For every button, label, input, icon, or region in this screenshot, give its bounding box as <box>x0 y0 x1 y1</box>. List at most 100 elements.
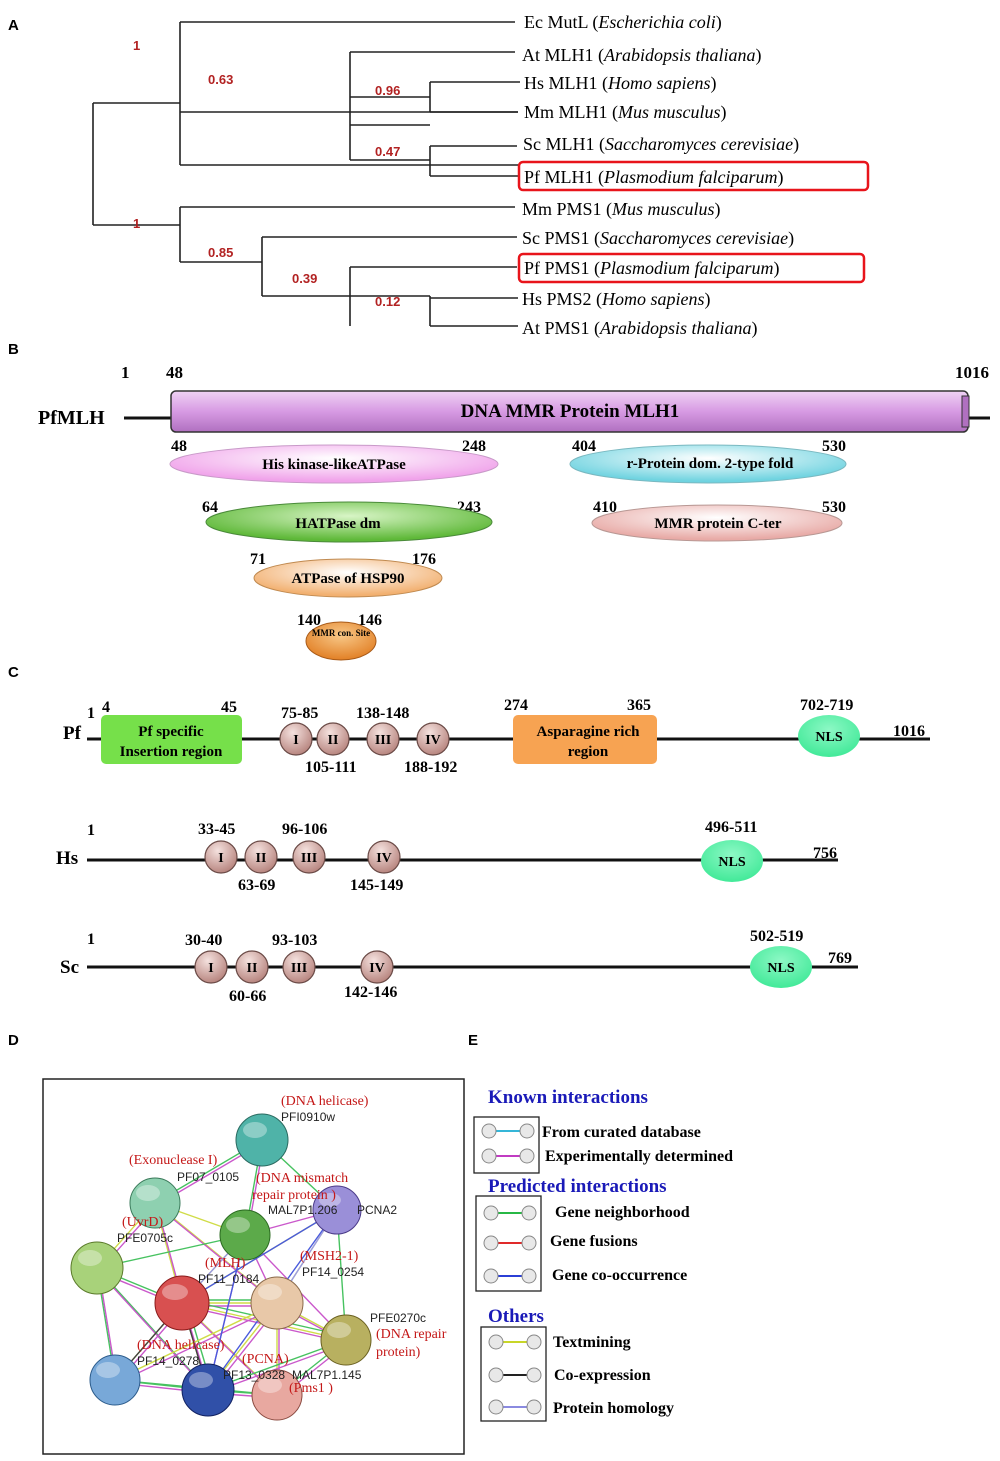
feature-from: 71 <box>250 551 266 568</box>
legend-item: From curated database <box>481 1123 701 1141</box>
motif-range-top: 33-45 <box>198 821 235 838</box>
asparagine-from: 274 <box>504 697 528 714</box>
feature-shape <box>569 444 847 484</box>
legend-item: Gene fusions <box>483 1233 638 1251</box>
motif-range-bottom: 63-69 <box>238 877 275 894</box>
support-value: 0.96 <box>375 83 400 98</box>
motif-label: IV <box>369 961 385 976</box>
mlh1-domain-label: DNA MMR Protein MLH1 <box>461 401 680 422</box>
motif-range-bottom: 145-149 <box>350 877 403 894</box>
feature-mmr-con-site: 140 146 MMR con. Site <box>297 612 382 661</box>
feature-label: ATPase of HSP90 <box>291 571 404 587</box>
motif-range-top: 138-148 <box>356 705 409 722</box>
node-role: protein) <box>376 1345 421 1360</box>
network-node <box>219 1209 271 1261</box>
motif-label: III <box>301 851 317 866</box>
network-node <box>235 1113 289 1167</box>
bootstrap-values: 1 0.63 0.96 0.47 1 0.85 0.39 0.12 <box>133 38 400 309</box>
feature-shape <box>205 501 493 543</box>
motif-label: III <box>375 733 391 748</box>
nls-label: NLS <box>767 961 794 976</box>
leaf-label: Sc PMS1 (Saccharomyces cerevisiae) <box>522 228 794 249</box>
motif-circle <box>367 840 401 874</box>
network-node <box>250 1276 304 1330</box>
position-start: 1 <box>121 363 130 382</box>
support-value: 1 <box>133 216 140 231</box>
support-value: 0.12 <box>375 294 400 309</box>
insertion-label-1: Pf specific <box>138 724 204 740</box>
feature-label: r-Protein dom. 2-type fold <box>627 456 794 472</box>
node-role: (DNA mismatch <box>256 1171 348 1186</box>
motif-label: I <box>218 851 223 866</box>
legend-label: Protein homology <box>553 1400 674 1417</box>
highlight-box-pf-mlh1 <box>517 160 870 192</box>
feature-shape <box>253 558 443 598</box>
feature-hatpase: 64 243 HATPase dm <box>202 499 493 543</box>
leaf-label: Ec MutL (Escherichia coli) <box>524 12 722 33</box>
asparagine-label-2: region <box>568 744 609 760</box>
position-bar-start: 48 <box>166 363 183 382</box>
protein-label: Hs <box>56 848 78 869</box>
protein-start: 1 <box>87 705 95 722</box>
panel-b-domain-architecture: B PfMLH 1 48 1016 DNA MMR Protein MLH1 4… <box>8 341 990 661</box>
legend-label: Experimentally determined <box>545 1148 733 1165</box>
network-labels: (DNA helicase) PFI0910w (Exonuclease I) … <box>117 1094 447 1396</box>
asparagine-label-1: Asparagine rich <box>537 724 641 740</box>
node-id: PCNA2 <box>357 1203 397 1217</box>
panel-e-legend: E Known interactions From curated databa… <box>468 1032 733 1422</box>
node-id: PFE0270c <box>370 1311 426 1325</box>
node-role: repair protein ) <box>252 1188 336 1203</box>
feature-to: 146 <box>358 612 382 629</box>
legend-label: Gene fusions <box>550 1233 638 1250</box>
asparagine-to: 365 <box>627 697 651 714</box>
protein-end: 756 <box>813 845 837 862</box>
network-node <box>251 1369 303 1421</box>
node-id: MAL7P1.206 <box>268 1203 338 1217</box>
motif-circle <box>279 722 313 756</box>
insertion-to: 45 <box>221 699 237 716</box>
motif-label: III <box>291 961 307 976</box>
position-end: 1016 <box>955 363 989 382</box>
nls-ellipse <box>798 715 860 757</box>
node-id: PFE0705c <box>117 1231 173 1245</box>
feature-mmr-c-ter: 410 530 MMR protein C-ter <box>591 499 846 542</box>
nls-ellipse <box>701 840 763 882</box>
motif-label: I <box>208 961 213 976</box>
legend-label: Textmining <box>553 1334 631 1351</box>
leaf-label: At PMS1 (Arabidopsis thaliana) <box>522 318 758 339</box>
legend-label: Gene neighborhood <box>555 1204 690 1221</box>
asparagine-region <box>513 715 657 764</box>
network-node <box>89 1354 141 1406</box>
legend-predicted-title: Predicted interactions <box>488 1176 667 1197</box>
protein-row-pf: Pf 1 1016 4 45 Pf specific Insertion reg… <box>63 697 930 776</box>
panel-a-phylogenetic-tree: A Ec MutL (Escherichia coli) At MLH1 (Ar… <box>8 12 870 339</box>
node-role: (Pms1 ) <box>289 1381 333 1396</box>
insertion-label-2: Insertion region <box>120 744 223 760</box>
motif-range-bottom: 105-111 <box>305 759 357 776</box>
feature-to: 530 <box>822 438 846 455</box>
legend-item: Gene co-occurrence <box>483 1267 687 1284</box>
network-node <box>154 1275 210 1331</box>
network-node <box>320 1314 372 1366</box>
node-id: PF14_0278 <box>137 1354 199 1368</box>
legend-item: Textmining <box>488 1334 631 1351</box>
tree-leaves: Ec MutL (Escherichia coli) At MLH1 (Arab… <box>517 12 870 339</box>
network-node <box>181 1363 235 1417</box>
panel-d-interaction-network: D <box>8 1032 465 1455</box>
nls-ellipse <box>750 946 812 988</box>
motif-range-bottom: 142-146 <box>344 984 397 1001</box>
leaf-label: Hs MLH1 (Homo sapiens) <box>524 73 717 94</box>
feature-label-box: MMR con. Site <box>312 628 370 638</box>
panel-b-letter: B <box>8 341 19 358</box>
feature-atpase-hsp90: 71 176 ATPase of HSP90 <box>250 551 443 598</box>
mlh1-domain-bar-cap <box>961 395 970 428</box>
panel-c-motif-comparison: C Pf 1 1016 4 45 Pf specific Insertion r… <box>8 664 930 1005</box>
node-role: (MSH2-1) <box>300 1249 359 1264</box>
leaf-label: At MLH1 (Arabidopsis thaliana) <box>522 45 762 66</box>
motif-circle <box>366 722 400 756</box>
node-role: (DNA repair <box>376 1327 447 1342</box>
protein-start: 1 <box>87 931 95 948</box>
protein-row-hs: Hs 1 756 33-45 96-106 I II III IV 63-69 … <box>56 819 838 894</box>
legend-item: Protein homology <box>488 1399 674 1417</box>
motif-circle <box>360 950 394 984</box>
